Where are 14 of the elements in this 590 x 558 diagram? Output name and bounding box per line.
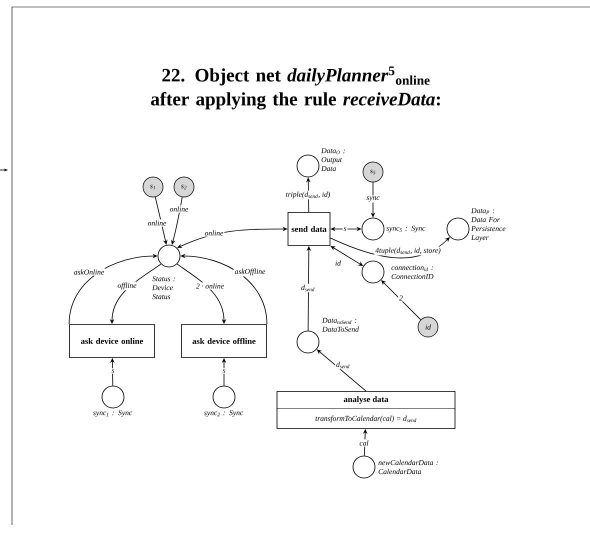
place-circle — [362, 218, 384, 240]
place-circle — [212, 386, 236, 408]
title: 22. Object net dailyPlanner$^{5}$online after applying the rule receiveData: — [151, 66, 440, 110]
place-circle — [296, 330, 320, 354]
transition-box: ask device online — [69, 324, 155, 358]
place-circle — [296, 154, 320, 178]
place-circle — [102, 386, 124, 408]
place-circle — [158, 244, 180, 268]
place-circle — [352, 456, 376, 478]
transition-box: send data — [288, 212, 330, 246]
place-circle — [362, 260, 384, 284]
place-circle — [446, 218, 470, 240]
transition-box: ask device offline — [181, 324, 267, 358]
arc-arrow — [381, 280, 422, 320]
